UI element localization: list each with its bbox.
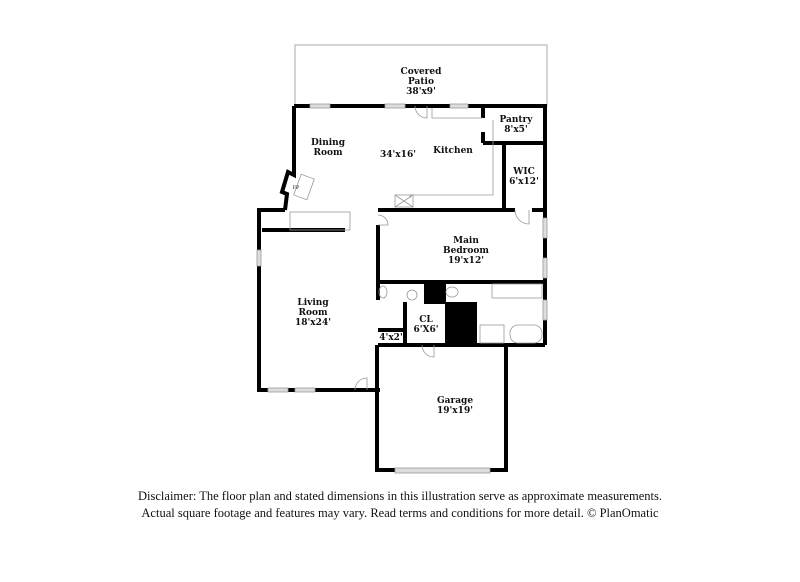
disclaimer-line1: Disclaimer: The floor plan and stated di… (138, 489, 662, 503)
windows (256, 103, 548, 474)
garage-dims: 19'x19' (437, 406, 473, 416)
wic-dims: 6'x12' (509, 177, 539, 187)
main-bedroom-dims: 19'x12' (448, 256, 484, 266)
garage-name: Garage (436, 396, 474, 406)
patio-name-line2: Patio (408, 77, 434, 87)
closet-name: CL (419, 315, 433, 325)
living-name-line2: Room (298, 308, 328, 318)
kitchen-dims: 34'x16' (380, 150, 416, 160)
closet-dims: 6'X6' (413, 325, 439, 335)
disclaimer-line2: Actual square footage and features may v… (141, 506, 659, 520)
patio-name-line1: Covered (400, 67, 442, 77)
patio-dims: 38'x9' (406, 87, 436, 97)
fixtures (289, 105, 543, 391)
pantry-dims: 8'x5' (504, 125, 528, 135)
chase-blocks (424, 282, 477, 345)
main-bedroom-name-line2: Bedroom (443, 246, 489, 256)
wic-name: WIC (513, 167, 535, 177)
dining-name-line2: Room (313, 148, 343, 158)
dining-name-line1: Dining (310, 138, 346, 148)
kitchen-name: Kitchen (433, 146, 473, 156)
disclaimer: Disclaimer: The floor plan and stated di… (0, 488, 800, 522)
living-name-line1: Living (297, 298, 329, 308)
main-bedroom-name-line1: Main (453, 236, 479, 246)
pantry-name: Pantry (499, 115, 533, 125)
walls (257, 104, 547, 472)
fireplace-label: FP (292, 185, 300, 191)
living-dims: 18'x24' (295, 318, 331, 328)
small-closet-dims: 4'x2' (379, 333, 403, 343)
